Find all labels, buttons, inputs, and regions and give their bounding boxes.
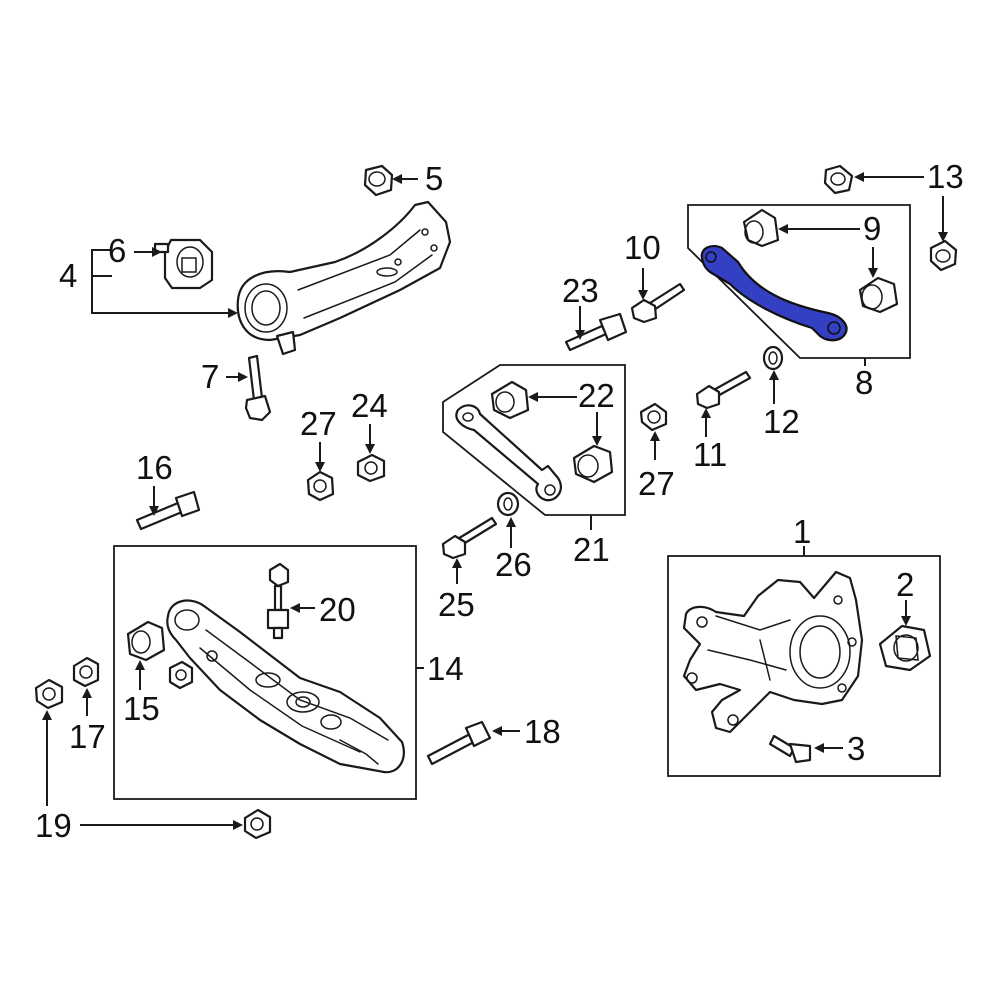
callout-18: 18 bbox=[524, 713, 561, 750]
part-1-knuckle[interactable] bbox=[682, 570, 864, 734]
group-box-21 bbox=[442, 364, 626, 516]
callout-1: 1 bbox=[793, 513, 811, 550]
part-9-bushing-lower[interactable] bbox=[858, 276, 899, 314]
part-12-washer[interactable] bbox=[762, 345, 784, 371]
part-26-washer[interactable] bbox=[496, 491, 520, 517]
callout-25: 25 bbox=[438, 586, 475, 623]
group-box-14 bbox=[113, 545, 417, 800]
part-14-lower-arm[interactable] bbox=[166, 599, 405, 774]
part-2-bushing[interactable] bbox=[878, 624, 932, 672]
part-17-bushing[interactable] bbox=[72, 656, 100, 688]
callout-7: 7 bbox=[201, 358, 219, 395]
callout-21: 21 bbox=[573, 531, 610, 568]
part-24-bushing[interactable] bbox=[356, 453, 386, 483]
part-27-nut-left[interactable] bbox=[306, 470, 335, 502]
callout-15: 15 bbox=[123, 690, 160, 727]
callout-12: 12 bbox=[763, 403, 800, 440]
leader-lines bbox=[42, 172, 948, 830]
part-22-bushing-lower[interactable] bbox=[572, 444, 614, 484]
part-9-bushing-upper[interactable] bbox=[742, 208, 780, 248]
part-10-bolt[interactable] bbox=[630, 282, 686, 324]
part-19-nut-left[interactable] bbox=[34, 678, 64, 710]
part-19-nut-bottom[interactable] bbox=[243, 808, 272, 840]
part-11-bolt[interactable] bbox=[695, 370, 752, 410]
part-16-bolt[interactable] bbox=[135, 490, 201, 531]
callout-11: 11 bbox=[693, 436, 727, 473]
part-27-nut-center[interactable] bbox=[639, 402, 668, 432]
callout-6: 6 bbox=[108, 232, 126, 269]
part-15-bushing[interactable] bbox=[126, 620, 166, 662]
part-20-stabilizer-link[interactable] bbox=[266, 562, 290, 640]
callout-16: 16 bbox=[136, 449, 173, 486]
part-5-nut[interactable] bbox=[363, 164, 394, 197]
callout-26: 26 bbox=[495, 546, 532, 583]
callout-27-center: 27 bbox=[638, 465, 675, 502]
callout-14: 14 bbox=[427, 650, 464, 687]
callout-23: 23 bbox=[562, 272, 599, 309]
callout-22: 22 bbox=[578, 377, 615, 414]
callout-20: 20 bbox=[319, 591, 356, 628]
part-13-nut-bottom[interactable] bbox=[929, 239, 958, 272]
callout-2: 2 bbox=[896, 566, 914, 603]
callout-4: 4 bbox=[59, 257, 77, 294]
part-14-dust-plug[interactable] bbox=[168, 660, 194, 690]
part-21-link-arm[interactable] bbox=[455, 404, 562, 502]
part-22-bushing-upper[interactable] bbox=[490, 380, 530, 420]
group-box-8 bbox=[687, 204, 911, 359]
part-18-bolt[interactable] bbox=[426, 720, 492, 766]
part-13-nut-top[interactable] bbox=[823, 164, 854, 195]
part-8-control-arm-highlighted[interactable] bbox=[700, 244, 848, 342]
part-23-bolt[interactable] bbox=[564, 312, 628, 352]
callout-13: 13 bbox=[927, 158, 964, 195]
callout-19: 19 bbox=[35, 807, 72, 844]
callout-27-left: 27 bbox=[300, 405, 337, 442]
callout-17: 17 bbox=[69, 718, 106, 755]
part-3-bolt[interactable] bbox=[768, 734, 812, 764]
callout-10: 10 bbox=[624, 229, 661, 266]
callout-labels: 1 2 3 4 5 6 7 8 9 10 11 12 13 14 15 16 1… bbox=[35, 158, 964, 844]
part-4-trailing-arm[interactable] bbox=[236, 200, 452, 356]
part-7-bolt[interactable] bbox=[244, 354, 272, 422]
callout-8: 8 bbox=[855, 364, 873, 401]
part-25-bolt[interactable] bbox=[441, 516, 498, 560]
callout-3: 3 bbox=[847, 730, 865, 767]
callout-24: 24 bbox=[351, 387, 388, 424]
callout-9: 9 bbox=[863, 210, 881, 247]
part-6-bushing[interactable] bbox=[153, 238, 214, 290]
highlighted-arm-body bbox=[700, 244, 848, 342]
callout-5: 5 bbox=[425, 160, 443, 197]
